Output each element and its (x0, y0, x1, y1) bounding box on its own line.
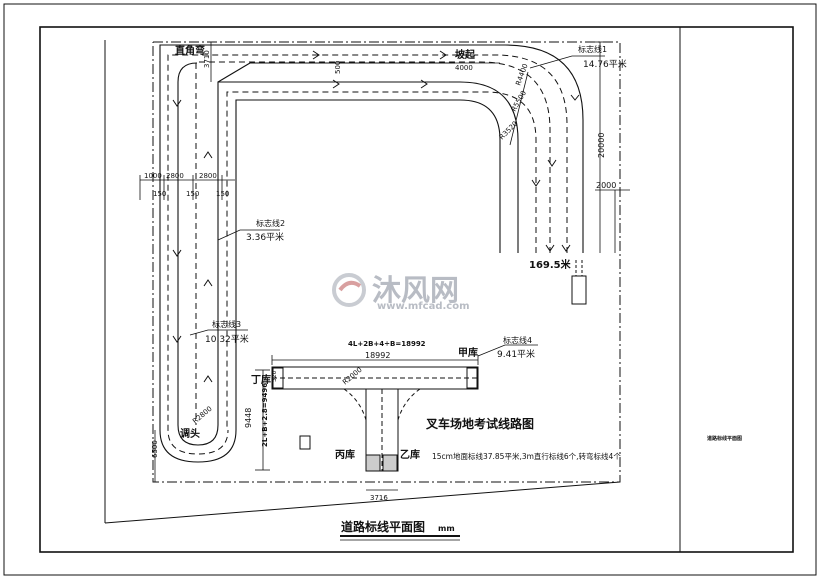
dim-9448: 9448 (244, 408, 253, 428)
marker-1-name: 标志线2 (256, 218, 285, 228)
bottom-site-line (104, 481, 621, 524)
marker-1-area: 3.36平米 (246, 231, 284, 243)
dim-20000: 20000 (597, 133, 606, 158)
label-notes: 15cm地面标线37.85平米,3m直行标线6个,转弯标线4个 (432, 451, 621, 461)
side-title: 道路标线平面图 (707, 435, 742, 442)
forklift-yard (271, 260, 587, 472)
watermark-logo-icon (332, 273, 366, 307)
dim-formula-top: 4L+2B+4÷B=18992 (348, 340, 426, 348)
dim-18992: 18992 (365, 351, 390, 360)
label-main-title: 叉车场地考试线路图 (425, 416, 534, 431)
radius-2800: R2800 (191, 405, 214, 426)
exit-post (571, 275, 587, 305)
radius-2000: R2000 (341, 366, 364, 387)
dim-500: 500 (334, 61, 342, 74)
inner-border (39, 26, 794, 553)
small-post (299, 435, 311, 450)
radius-3520: R3520 (498, 120, 520, 142)
road-edges (159, 44, 584, 463)
dim-2000: 2000 (596, 181, 616, 190)
dim-4000: 4000 (455, 64, 473, 72)
marker-leaders (189, 55, 605, 357)
marker-3-area: 10.32平米 (205, 333, 249, 345)
marker-2-area: 14.76平米 (583, 58, 627, 70)
warehouse-yi-box (382, 454, 398, 472)
dim-520: 520 (271, 370, 278, 382)
watermark-url: www.mfcad.com (377, 301, 470, 312)
warehouse-jia-box (466, 367, 478, 389)
watermark-brand: 沐风网 (372, 273, 459, 307)
dim-150c: 150 (216, 190, 229, 198)
centerline-c (167, 54, 568, 455)
direction-arrows (172, 50, 580, 383)
plan-unit: mm (438, 524, 455, 533)
marker-3-name: 标志线3 (212, 319, 241, 329)
outer-border (3, 3, 817, 576)
road-centerlines (167, 54, 568, 455)
label-slope-start: 坡起 (455, 48, 476, 61)
centerline-a (195, 61, 551, 425)
label-warehouse-jia: 甲库 (458, 346, 478, 359)
drawing-frame (3, 3, 817, 576)
dim-150a: 150 (153, 190, 166, 198)
label-length-total: 169.5米 (529, 258, 572, 271)
label-warehouse-ding: 丁库 (251, 373, 271, 386)
warehouse-ding-box (272, 367, 284, 389)
dim-formula-side: 2L+B+2.8=9496 (261, 383, 269, 447)
dim-3710: 3710 (203, 50, 211, 68)
label-u-turn: 调头 (180, 427, 200, 440)
corner-edge-a (217, 62, 251, 83)
watermark: 沐风网 www.mfcad.com (332, 273, 470, 312)
road-inner-edge (177, 62, 519, 446)
dimension-lines (139, 41, 630, 491)
warehouse-bing-box (365, 454, 381, 472)
yard-crossbar (271, 366, 479, 390)
dim-3716: 3716 (370, 494, 388, 502)
marker-4-area: 9.41平米 (497, 348, 535, 360)
dim-6500: 6500 (151, 440, 159, 458)
dim-2800b: 2800 (199, 172, 217, 180)
dim-150b: 150 (186, 190, 199, 198)
dim-2800a: 2800 (166, 172, 184, 180)
road-outer-edge (159, 44, 584, 463)
label-warehouse-bing: 丙库 (335, 448, 355, 461)
marker-2-name: 标志线1 (578, 44, 607, 54)
plan-title: 道路标线平面图 (341, 519, 425, 534)
label-corner-right-angle: 直角弯 (175, 44, 205, 57)
marker-4-name: 标志线4 (503, 335, 532, 345)
dim-1000: 1000 (144, 172, 162, 180)
label-warehouse-yi: 乙库 (400, 448, 420, 461)
